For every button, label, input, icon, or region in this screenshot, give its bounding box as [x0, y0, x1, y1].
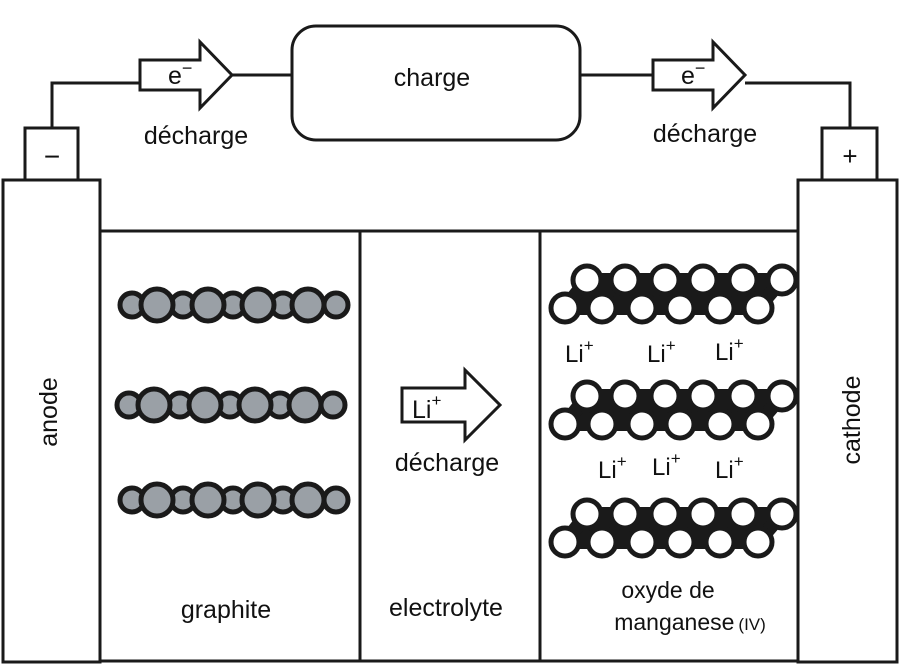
- electron-sign-right: −: [695, 58, 706, 78]
- electron-sign-left: −: [182, 58, 193, 78]
- lithium-ion-label: Li+: [715, 334, 744, 366]
- carbon-atom: [321, 485, 351, 515]
- oxygen-atom: [663, 291, 697, 325]
- wire-left: [50, 81, 140, 128]
- carbon-atom: [239, 286, 277, 324]
- carbon-atom: [189, 481, 227, 519]
- oxygen-atom: [625, 291, 659, 325]
- svg-text:e−: e−: [168, 58, 192, 90]
- oxygen-atom: [648, 379, 682, 413]
- oxygen-atom: [648, 497, 682, 531]
- oxygen-atom: [726, 379, 760, 413]
- oxide-label-line2: manganese: [614, 609, 734, 635]
- oxygen-atom: [548, 407, 582, 441]
- oxygen-atom: [570, 263, 604, 297]
- negative-terminal: [23, 126, 80, 182]
- electron-arrow-right: [651, 38, 748, 112]
- carbon-atom: [239, 481, 277, 519]
- electrolyte-label: electrolyte: [389, 594, 503, 622]
- carbon-atom: [138, 286, 176, 324]
- oxygen-atom: [585, 291, 619, 325]
- ion-discharge-label: décharge: [395, 449, 499, 477]
- svg-text:manganese(IV): manganese(IV): [614, 609, 766, 635]
- oxygen-atom: [686, 263, 720, 297]
- oxygen-atom: [741, 407, 775, 441]
- oxygen-atom: [585, 407, 619, 441]
- cathode-plate: [796, 178, 899, 664]
- oxygen-atom: [741, 291, 775, 325]
- svg-text:e−: e−: [681, 58, 705, 90]
- carbon-atom: [236, 386, 274, 424]
- oxygen-atom: [703, 407, 737, 441]
- oxygen-atom: [686, 379, 720, 413]
- lithium-ion-arrow: [400, 366, 503, 444]
- oxygen-atom: [570, 379, 604, 413]
- carbon-atom: [321, 290, 351, 320]
- ion-symbol: Li: [412, 396, 431, 424]
- cathode-label: cathode: [838, 376, 866, 465]
- electron-label-right: e: [681, 62, 695, 90]
- oxygen-atom: [625, 525, 659, 559]
- oxygen-atom: [663, 525, 697, 559]
- oxygen-atom: [703, 525, 737, 559]
- svg-text:Li+: Li+: [412, 391, 441, 424]
- anode-plate: [1, 178, 102, 664]
- discharge-label-left: décharge: [144, 122, 248, 150]
- negative-sign: −: [44, 141, 60, 172]
- graphite-layers: [114, 286, 351, 519]
- lithium-ion-label: Li+: [715, 452, 744, 484]
- carbon-atom: [289, 286, 327, 324]
- carbon-atom: [135, 386, 173, 424]
- graphite-label: graphite: [181, 596, 271, 624]
- positive-sign: +: [842, 141, 857, 171]
- lithium-ion-label: Li+: [598, 452, 627, 484]
- oxide-label-line1: oxyde de: [621, 577, 714, 603]
- oxygen-atom: [686, 497, 720, 531]
- carbon-atom: [318, 390, 348, 420]
- oxygen-atom: [648, 263, 682, 297]
- lithium-ion-labels: Li+ Li+ Li+ Li+ Li+ Li+: [565, 334, 744, 484]
- oxygen-atom: [608, 497, 642, 531]
- discharge-label-right: décharge: [653, 120, 757, 148]
- oxygen-atom: [608, 379, 642, 413]
- oxide-label-suffix: (IV): [738, 615, 765, 634]
- lithium-ion-label: Li+: [652, 449, 681, 481]
- carbon-atom: [186, 386, 224, 424]
- oxygen-atom: [570, 497, 604, 531]
- lithium-ion-label: Li+: [647, 336, 676, 368]
- wire-right: [745, 81, 852, 128]
- oxygen-atom: [608, 263, 642, 297]
- carbon-atom: [189, 286, 227, 324]
- electron-label-left: e: [168, 62, 182, 90]
- oxygen-atom: [726, 497, 760, 531]
- oxygen-atom: [548, 291, 582, 325]
- carbon-atom: [289, 481, 327, 519]
- lithium-ion-label: Li+: [565, 336, 594, 368]
- oxygen-atom: [765, 379, 799, 413]
- charge-box: [290, 24, 582, 142]
- anode-label: anode: [35, 377, 63, 447]
- oxygen-atom: [726, 263, 760, 297]
- carbon-atom: [286, 386, 324, 424]
- oxygen-atom: [765, 497, 799, 531]
- oxygen-atom: [625, 407, 659, 441]
- carbon-atom: [138, 481, 176, 519]
- oxygen-atom: [765, 263, 799, 297]
- oxygen-atom: [585, 525, 619, 559]
- oxygen-atom: [663, 407, 697, 441]
- oxygen-atom: [703, 291, 737, 325]
- oxide-layers: [548, 263, 799, 559]
- oxygen-atom: [741, 525, 775, 559]
- oxygen-atom: [548, 525, 582, 559]
- electron-arrow-left: [138, 38, 235, 112]
- ion-charge: +: [431, 391, 441, 410]
- charge-label: charge: [394, 64, 470, 92]
